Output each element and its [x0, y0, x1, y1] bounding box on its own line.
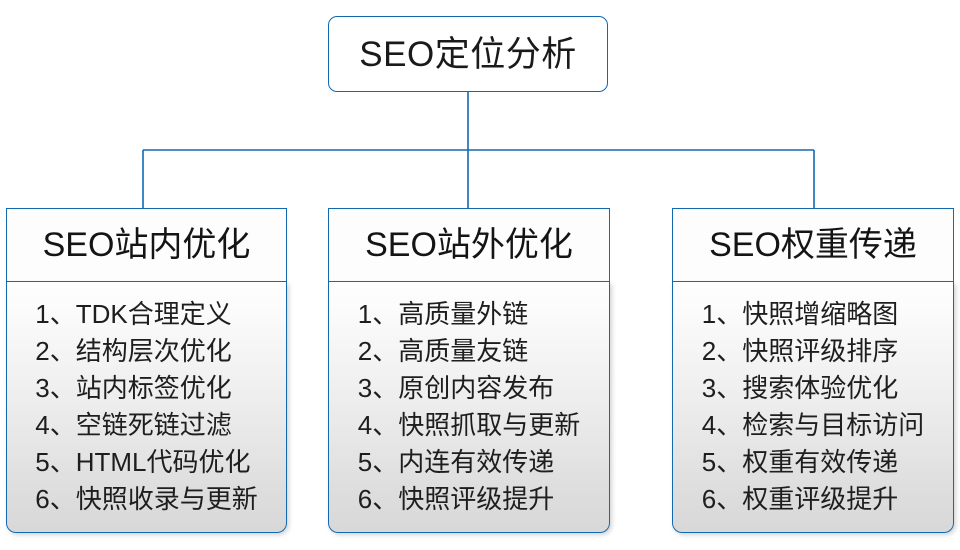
list-item-text: TDK合理定义	[75, 299, 232, 329]
list-item: 5、 内连有效传递	[358, 444, 580, 481]
list-item: 1、 快照增缩略图	[702, 296, 924, 333]
list-item-text: 高质量友链	[398, 336, 529, 366]
list-item-text: HTML代码优化	[75, 447, 251, 477]
list-item-index: 2、	[701, 336, 743, 366]
list-item: 2、 结构层次优化	[35, 333, 257, 370]
list-item-index: 3、	[701, 373, 743, 403]
list-item: 1、 TDK合理定义	[35, 296, 257, 333]
branch-header-label-1: SEO站内优化	[42, 226, 251, 264]
list-item-text: 内连有效传递	[398, 447, 555, 477]
list-item-index: 2、	[357, 336, 399, 366]
list-item-index: 1、	[357, 299, 399, 329]
list-item-index: 3、	[357, 373, 399, 403]
list-item-text: 快照评级提升	[398, 484, 555, 514]
branch-body-2: 1、 高质量外链 2、 高质量友链 3、 原创内容发布 4、 快照抓取与更新 5…	[328, 282, 610, 533]
list-item: 5、 HTML代码优化	[35, 444, 257, 481]
list-item-text: 权重有效传递	[742, 447, 899, 477]
list-item: 6、 快照收录与更新	[35, 481, 257, 518]
list-item-index: 3、	[35, 373, 76, 403]
list-item: 4、 快照抓取与更新	[358, 407, 580, 444]
list-item-text: 结构层次优化	[75, 336, 232, 366]
list-item: 2、 快照评级排序	[702, 333, 924, 370]
branch-item-list-1: 1、 TDK合理定义 2、 结构层次优化 3、 站内标签优化 4、 空链死链过滤…	[35, 296, 257, 518]
list-item: 2、 高质量友链	[358, 333, 580, 370]
branch-header-1[interactable]: SEO站内优化	[6, 208, 287, 282]
list-item-text: 原创内容发布	[398, 373, 555, 403]
list-item-text: 快照增缩略图	[742, 299, 899, 329]
list-item-index: 5、	[35, 447, 76, 477]
list-item-index: 5、	[357, 447, 399, 477]
list-item-index: 6、	[357, 484, 399, 514]
list-item-index: 5、	[701, 447, 743, 477]
list-item: 1、 高质量外链	[358, 296, 580, 333]
list-item-index: 4、	[35, 410, 76, 440]
branch-header-2[interactable]: SEO站外优化	[328, 208, 610, 282]
list-item: 3、 搜索体验优化	[702, 370, 924, 407]
branch-body-3: 1、 快照增缩略图 2、 快照评级排序 3、 搜索体验优化 4、 检索与目标访问…	[672, 282, 954, 533]
branch-header-label-3: SEO权重传递	[709, 226, 917, 264]
branch-header-label-2: SEO站外优化	[365, 226, 573, 264]
list-item-index: 1、	[701, 299, 743, 329]
list-item: 4、 检索与目标访问	[702, 407, 924, 444]
list-item: 3、 站内标签优化	[35, 370, 257, 407]
list-item-text: 站内标签优化	[75, 373, 232, 403]
list-item-text: 权重评级提升	[742, 484, 899, 514]
branch-header-3[interactable]: SEO权重传递	[672, 208, 954, 282]
list-item-index: 6、	[35, 484, 76, 514]
list-item-index: 6、	[701, 484, 743, 514]
root-node-label: SEO定位分析	[359, 34, 577, 74]
list-item: 3、 原创内容发布	[358, 370, 580, 407]
list-item-text: 搜索体验优化	[742, 373, 899, 403]
branch-column-2: SEO站外优化 1、 高质量外链 2、 高质量友链 3、 原创内容发布 4、 快	[328, 208, 610, 533]
branch-item-list-2: 1、 高质量外链 2、 高质量友链 3、 原创内容发布 4、 快照抓取与更新 5…	[358, 296, 580, 518]
root-node[interactable]: SEO定位分析	[328, 16, 608, 92]
list-item: 5、 权重有效传递	[702, 444, 924, 481]
list-item-index: 2、	[35, 336, 76, 366]
branch-body-1: 1、 TDK合理定义 2、 结构层次优化 3、 站内标签优化 4、 空链死链过滤…	[6, 282, 287, 533]
branch-column-3: SEO权重传递 1、 快照增缩略图 2、 快照评级排序 3、 搜索体验优化 4、	[672, 208, 954, 533]
branch-column-1: SEO站内优化 1、 TDK合理定义 2、 结构层次优化 3、 站内标签优化 4…	[6, 208, 287, 533]
list-item: 6、 快照评级提升	[358, 481, 580, 518]
list-item-index: 4、	[701, 410, 743, 440]
list-item-text: 快照收录与更新	[75, 484, 258, 514]
list-item-text: 快照评级排序	[742, 336, 899, 366]
list-item-text: 高质量外链	[398, 299, 529, 329]
list-item-text: 检索与目标访问	[742, 410, 925, 440]
list-item: 4、 空链死链过滤	[35, 407, 257, 444]
list-item-index: 1、	[35, 299, 76, 329]
list-item-index: 4、	[357, 410, 399, 440]
list-item-text: 空链死链过滤	[75, 410, 232, 440]
list-item-text: 快照抓取与更新	[398, 410, 581, 440]
list-item: 6、 权重评级提升	[702, 481, 924, 518]
branch-item-list-3: 1、 快照增缩略图 2、 快照评级排序 3、 搜索体验优化 4、 检索与目标访问…	[702, 296, 924, 518]
